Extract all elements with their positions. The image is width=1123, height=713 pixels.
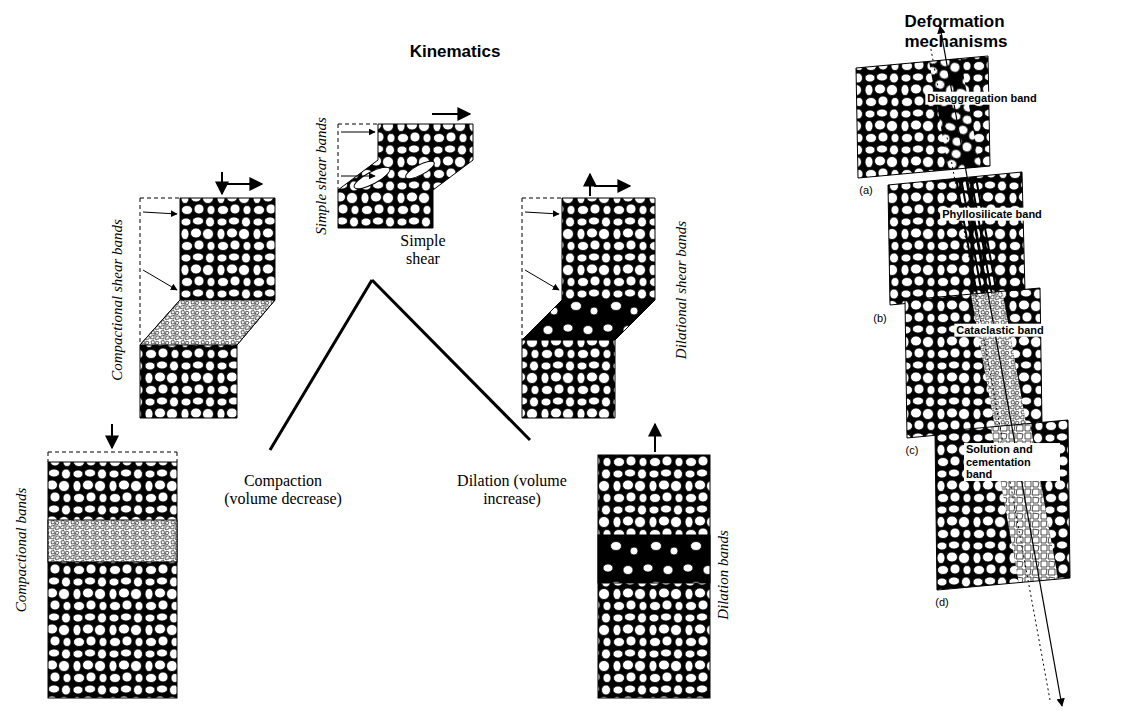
cataclastic-panel bbox=[900, 22, 1078, 712]
section-heading: Kinematics bbox=[410, 42, 501, 62]
ternary-line bbox=[270, 280, 372, 450]
band-label: Dilation bands bbox=[715, 530, 732, 620]
displacement-arrow bbox=[525, 212, 559, 214]
mechanism-label: Cataclastic band bbox=[954, 324, 1045, 337]
compression-arrow bbox=[111, 424, 113, 448]
grain-block bbox=[48, 462, 177, 698]
panel-letter: (d) bbox=[934, 596, 949, 609]
extension-arrow bbox=[654, 424, 656, 452]
section-heading: Deformation mechanisms bbox=[905, 12, 1030, 51]
shear-arrow bbox=[432, 113, 470, 115]
compactional-shear-panel bbox=[140, 172, 275, 418]
compression-arrow bbox=[221, 172, 223, 194]
displacement-arrow bbox=[143, 212, 177, 214]
ternary-line bbox=[372, 280, 530, 440]
dilated-band bbox=[522, 300, 655, 340]
panel-letter: (b) bbox=[872, 312, 887, 325]
cementation-panel bbox=[918, 22, 1082, 712]
panel-outline bbox=[856, 56, 990, 178]
shear-arrow bbox=[226, 183, 262, 185]
extension-arrow bbox=[589, 174, 591, 196]
displacement-arrow bbox=[341, 132, 375, 133]
panel-outline bbox=[905, 288, 1042, 438]
dilation-band-panel bbox=[598, 424, 710, 698]
displacement-arrow bbox=[525, 270, 559, 290]
band-fill bbox=[922, 22, 1078, 712]
compacted-band bbox=[140, 300, 275, 345]
compacted-band bbox=[48, 520, 177, 562]
panel-letter: (c) bbox=[905, 444, 920, 457]
grain-block bbox=[522, 198, 655, 418]
kinematic-label: Dilation (volume increase) bbox=[446, 472, 578, 509]
grain-block bbox=[140, 198, 275, 418]
shear-band bbox=[352, 158, 437, 193]
mechanism-label: Solution and cementation band bbox=[964, 443, 1060, 481]
reference-outline bbox=[140, 198, 180, 345]
compactional-band-panel bbox=[48, 424, 177, 698]
panel-letter: (a) bbox=[858, 184, 873, 197]
simple-shear-panel bbox=[338, 114, 473, 228]
reference-outline bbox=[338, 124, 378, 190]
kinematic-label: Compaction (volume decrease) bbox=[217, 472, 349, 509]
dilational-shear-panel bbox=[522, 174, 655, 418]
grain-block bbox=[598, 455, 710, 698]
band-fill bbox=[918, 22, 1082, 712]
disaggregation-panel bbox=[850, 22, 1078, 712]
panel-outline bbox=[935, 420, 1070, 590]
band-label: Compactional bands bbox=[13, 488, 30, 613]
band-label: Compactional shear bands bbox=[109, 219, 126, 381]
mechanism-label: Disaggregation band bbox=[925, 92, 1038, 105]
reference-outline bbox=[48, 452, 177, 462]
phyllosilicate-panel bbox=[880, 22, 1072, 712]
fault-trace bbox=[940, 26, 1062, 706]
panel-outline bbox=[888, 172, 1025, 305]
kinematic-label: Simple shear bbox=[388, 232, 458, 269]
displacement-arrow bbox=[143, 270, 177, 290]
band-label: Dilational shear bands bbox=[673, 221, 690, 359]
band-label: Simple shear bands bbox=[313, 117, 330, 235]
fault-trace bbox=[930, 44, 1050, 700]
grain-block bbox=[338, 124, 473, 228]
reference-outline bbox=[522, 198, 562, 340]
elongated-grain bbox=[404, 158, 437, 182]
grain-block bbox=[880, 165, 1030, 310]
elongated-grain bbox=[352, 163, 393, 192]
displacement-arrow bbox=[341, 176, 375, 177]
mechanism-label: Phyllosilicate band bbox=[940, 208, 1044, 221]
dilated-band bbox=[598, 535, 710, 583]
shear-arrow bbox=[594, 185, 630, 187]
